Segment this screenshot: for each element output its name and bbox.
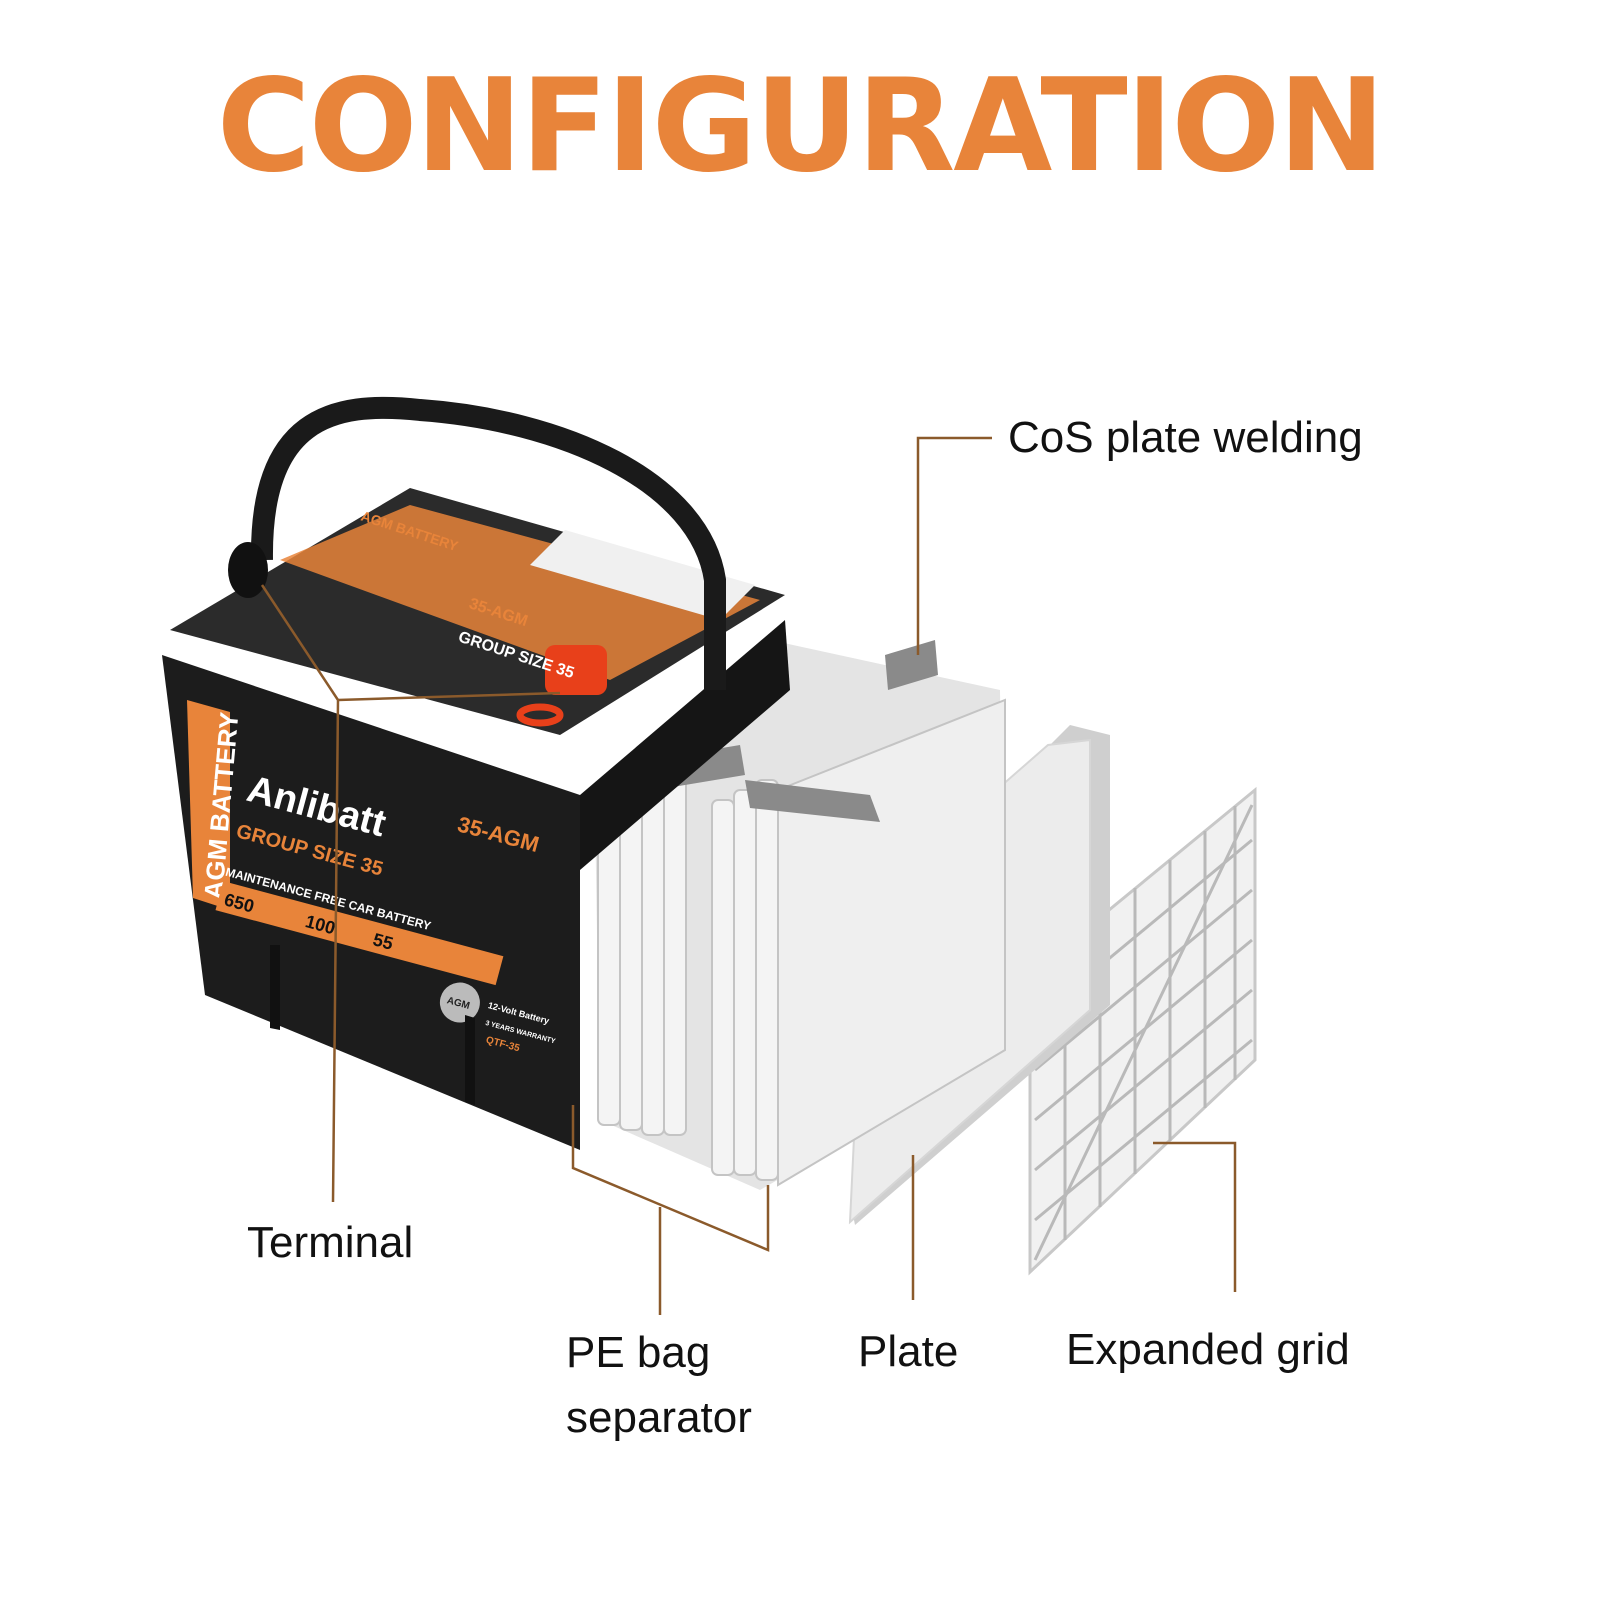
label-expanded-grid: Expanded grid xyxy=(1066,1325,1350,1374)
leader-lines xyxy=(260,436,1237,1315)
leader-cos xyxy=(916,436,992,655)
leader-pe xyxy=(571,1105,770,1252)
leader-terminal-positive xyxy=(337,691,561,702)
label-pe-bag-line1: PE bag xyxy=(566,1328,711,1377)
plate-stack xyxy=(595,640,1006,1190)
battery: AGM BATTERY Anlibatt GROUP SIZE 35 MAINT… xyxy=(162,396,790,1150)
label-terminal: Terminal xyxy=(247,1218,414,1267)
leader-grid xyxy=(1153,1141,1237,1292)
label-cos-plate-welding: CoS plate welding xyxy=(1008,413,1363,462)
page-title: CONFIGURATION xyxy=(216,52,1386,201)
label-plate: Plate xyxy=(858,1327,959,1376)
label-pe-bag-line2: separator xyxy=(566,1393,752,1442)
